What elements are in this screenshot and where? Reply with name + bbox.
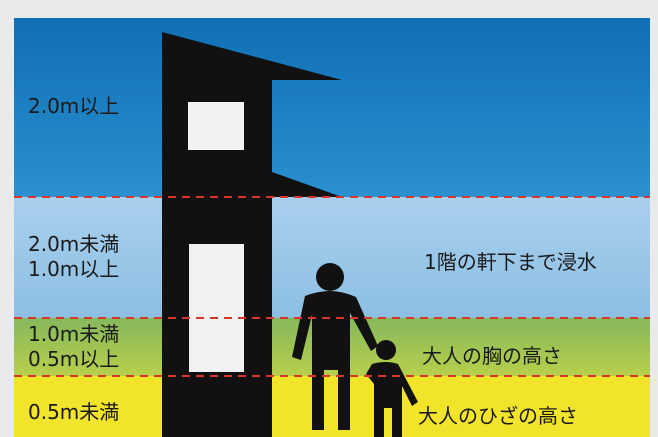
depth-label-level-3: 1.0m未満 0.5m以上 xyxy=(28,322,119,372)
description-level-4: 大人のひざの高さ xyxy=(418,404,578,428)
depth-label-level-2: 2.0m未満 1.0m以上 xyxy=(28,232,119,282)
house-silhouette-icon xyxy=(162,32,342,437)
description-level-2: 1階の軒下まで浸水 xyxy=(424,250,597,274)
depth-label-line: 1.0m未満 xyxy=(28,322,120,346)
depth-label-level-4: 0.5m未満 xyxy=(28,400,119,425)
description-level-3: 大人の胸の高さ xyxy=(422,344,562,368)
band-level-1 xyxy=(14,18,650,197)
depth-label-level-1: 2.0m以上 xyxy=(28,94,119,119)
adult-silhouette-icon xyxy=(292,263,378,430)
depth-label-line: 2.0m以上 xyxy=(28,94,120,118)
depth-label-line: 2.0m未満 xyxy=(28,232,120,256)
depth-label-line: 0.5m以上 xyxy=(28,347,120,371)
house-window-upper xyxy=(188,102,244,150)
band-level-4 xyxy=(14,376,650,437)
house-window-lower xyxy=(189,244,244,372)
child-silhouette-icon xyxy=(366,340,418,437)
depth-label-line: 1.0m以上 xyxy=(28,257,120,281)
depth-label-line: 0.5m未満 xyxy=(28,400,120,424)
